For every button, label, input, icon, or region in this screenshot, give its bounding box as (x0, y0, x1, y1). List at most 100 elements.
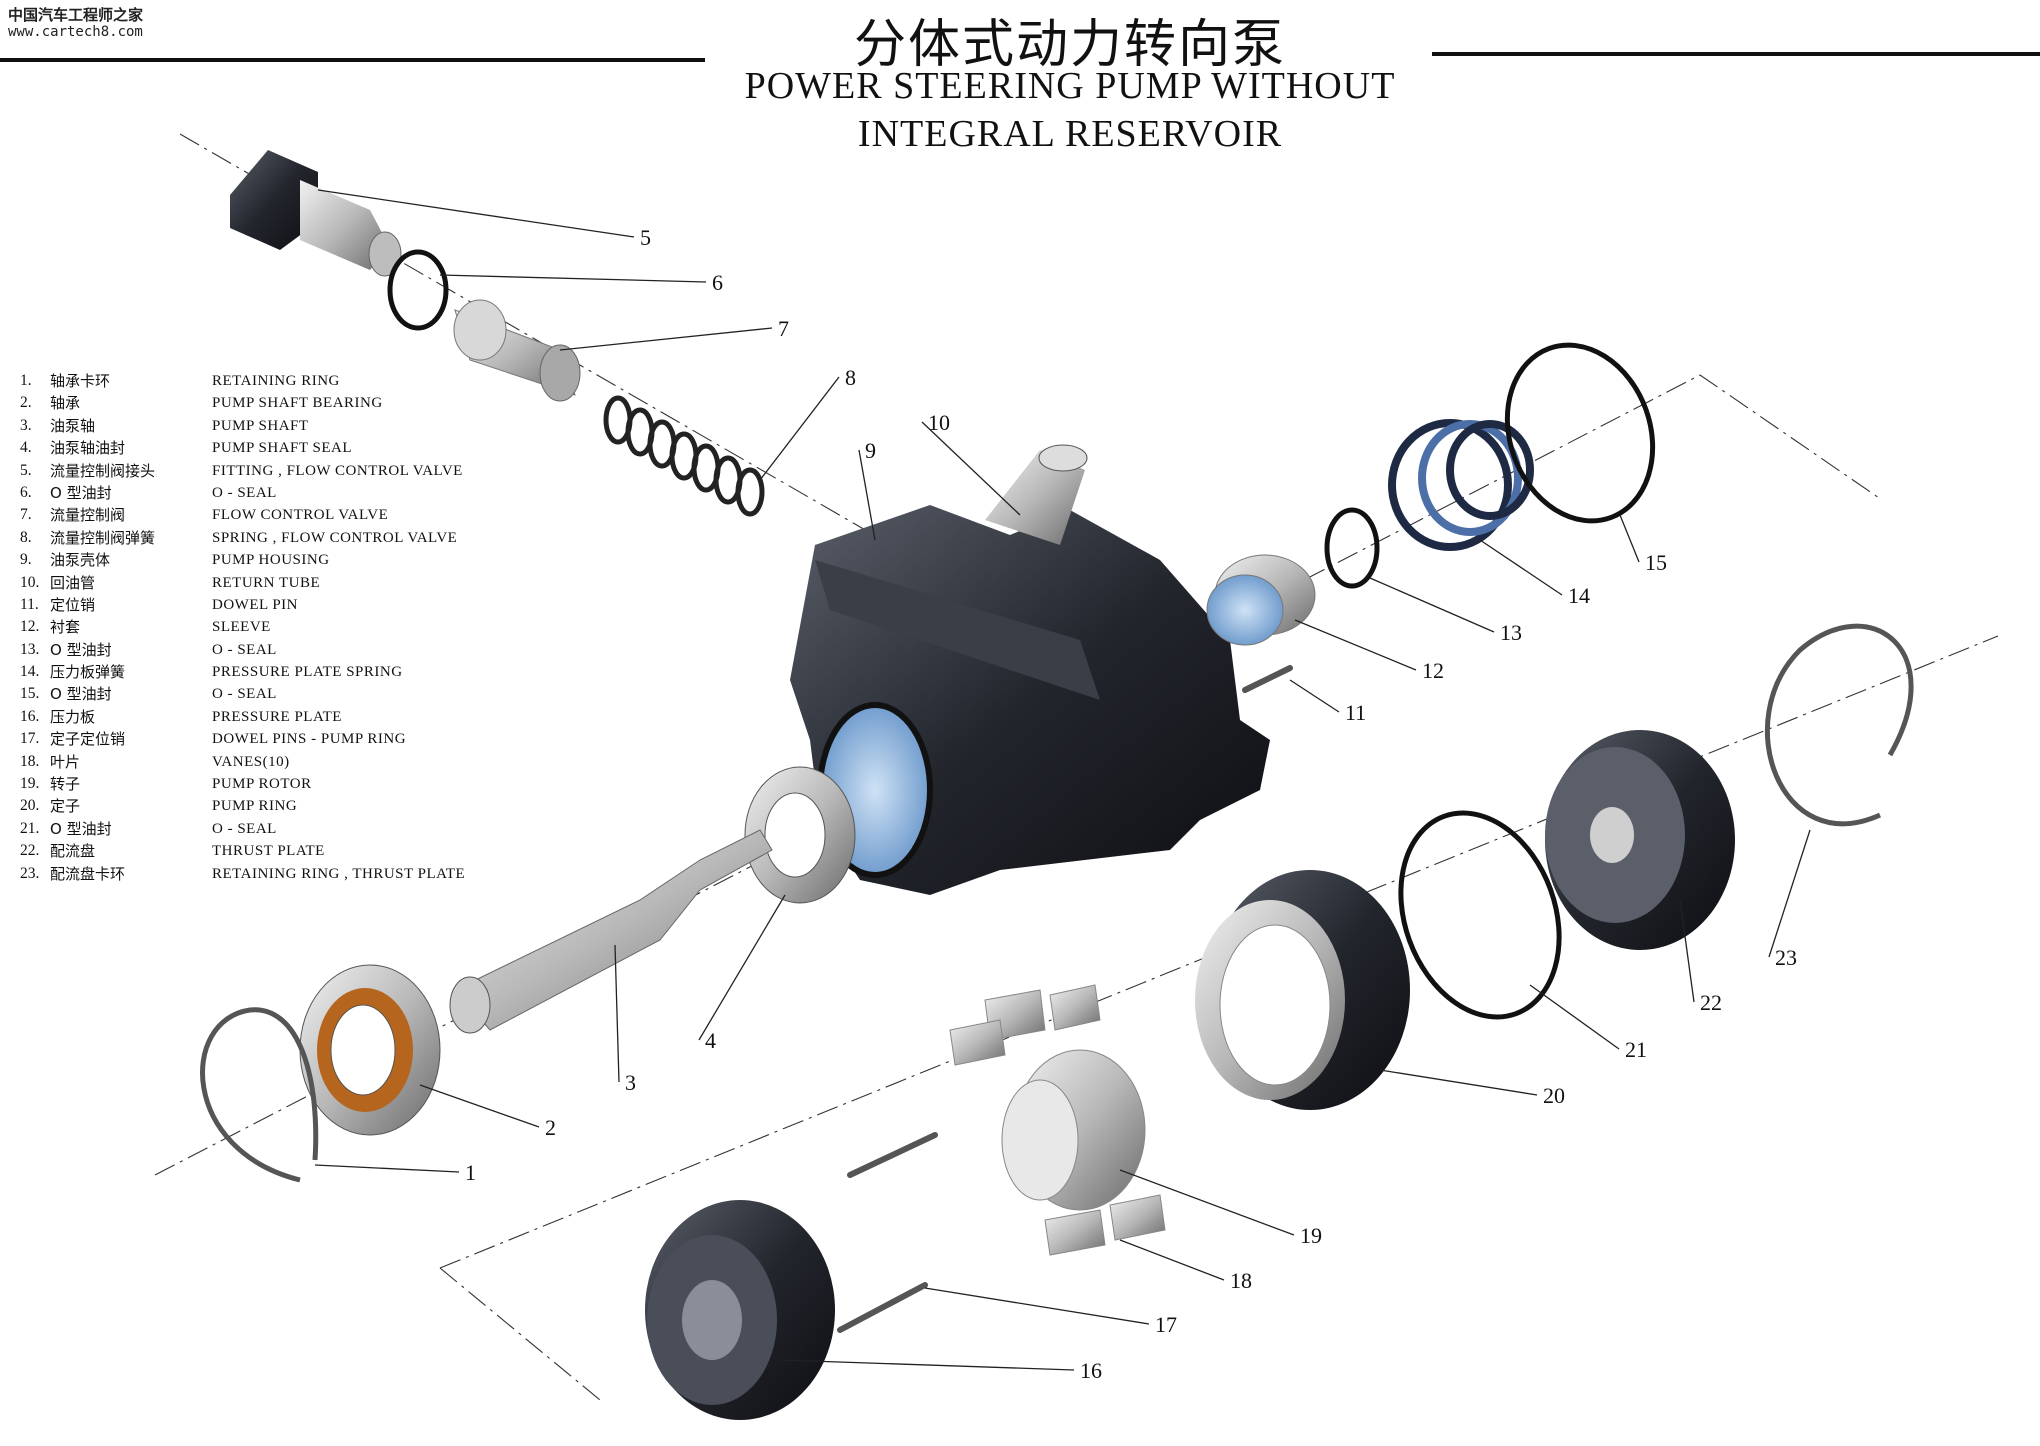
retaining-ring-23 (1764, 623, 1914, 826)
pump-rotor (1001, 1049, 1146, 1211)
legend-num: 10. (20, 573, 40, 591)
legend-cn: 压力板弹簧 (50, 663, 126, 682)
pump-housing (790, 444, 1270, 895)
legend-num: 4. (20, 439, 32, 457)
legend-en: PUMP SHAFT BEARING (212, 395, 383, 412)
legend-num: 21. (20, 819, 40, 837)
leader-line (858, 449, 876, 541)
callout-number: 1 (465, 1160, 476, 1185)
callout-number: 4 (705, 1028, 716, 1053)
legend-cn: 定子 (50, 797, 81, 816)
pump-shaft-seal (744, 766, 856, 904)
legend-cn: 配流盘卡环 (50, 864, 126, 883)
legend-cn: 轴承卡环 (50, 372, 111, 390)
callout-number: 2 (545, 1115, 556, 1140)
callout-number: 17 (1155, 1312, 1177, 1337)
dowel-pin-17a (847, 1132, 938, 1178)
legend-num: 19. (20, 775, 40, 793)
legend-row: 10. 回油管 RETURN TUBE (20, 572, 540, 594)
assembly-axis-lower (439, 635, 1999, 1269)
leader-line (1529, 984, 1620, 1050)
callout-number: 15 (1645, 550, 1667, 575)
legend-row: 4. 油泵轴油封 PUMP SHAFT SEAL (20, 437, 540, 459)
legend-num: 7. (20, 506, 32, 524)
pressure-plate (645, 1200, 835, 1420)
legend-cn: O 型油封 (50, 819, 112, 838)
legend-cn: 回油管 (50, 573, 96, 592)
brand-name: 中国汽车工程师之家 (8, 6, 144, 24)
callout-number: 10 (928, 410, 950, 435)
legend-cn: 定子定位销 (50, 730, 126, 749)
leader-line (1379, 1069, 1538, 1096)
legend-cn: O 型油封 (50, 640, 112, 659)
dowel-pin-17b (837, 1282, 928, 1333)
leader-line (1294, 619, 1417, 671)
pressure-plate-spring (1388, 419, 1534, 551)
leader-line (759, 376, 840, 481)
o-seal-21 (1398, 810, 1562, 1020)
pump-ring (1195, 870, 1410, 1110)
legend-en: FITTING , FLOW CONTROL VALVE (212, 462, 463, 479)
legend-cn: 油泵轴油封 (50, 439, 126, 458)
legend-en: THRUST PLATE (212, 843, 325, 860)
callout-number: 9 (865, 438, 876, 463)
title-english-line1: POWER STEERING PUMP WITHOUT (744, 65, 1396, 107)
legend-en: SPRING , FLOW CONTROL VALVE (212, 529, 458, 546)
title-english-line2: INTEGRAL RESERVOIR (857, 113, 1283, 155)
callout-number: 19 (1300, 1223, 1322, 1248)
legend-cn: 压力板 (50, 707, 96, 726)
thrust-plate (1545, 730, 1735, 950)
header-rule-left (0, 58, 705, 62)
legend-en: PUMP SHAFT SEAL (212, 440, 353, 457)
callout-number: 5 (640, 225, 651, 250)
flow-control-valve (453, 299, 581, 402)
leader-line (439, 274, 707, 283)
leader-line (1479, 539, 1563, 596)
leader-line (317, 189, 635, 238)
leader-line (921, 421, 1021, 516)
legend-en: RETURN TUBE (212, 574, 321, 591)
brand-url: www.cartech8.com (8, 24, 143, 40)
callout-number: 20 (1543, 1083, 1565, 1108)
leader-line (1119, 1169, 1295, 1236)
leader-line (779, 1359, 1075, 1371)
callout-number: 21 (1625, 1037, 1647, 1062)
legend-num: 13. (20, 640, 40, 658)
pump-shaft-bearing (299, 964, 441, 1136)
legend-cn: 衬套 (50, 618, 81, 637)
legend-cn: 流量控制阀弹簧 (50, 528, 156, 547)
legend-en: SLEEVE (212, 619, 271, 636)
legend-num: 5. (20, 461, 32, 479)
legend-num: 1. (20, 372, 32, 389)
fitting-flow-control-valve (230, 150, 402, 277)
callout-number: 7 (778, 316, 789, 341)
callout-number: 8 (845, 365, 856, 390)
legend-en: DOWEL PINS - PUMP RING (212, 731, 407, 748)
legend-en: PUMP HOUSING (212, 552, 330, 569)
legend-cn: 配流盘 (50, 842, 96, 861)
callout-number: 11 (1345, 700, 1366, 725)
flow-control-valve-spring (603, 395, 765, 517)
legend-num: 2. (20, 394, 32, 412)
brand-watermark: 中国汽车工程师之家 www.cartech8.com (8, 6, 143, 41)
callout-number: 16 (1080, 1358, 1102, 1383)
legend-cn: 轴承 (50, 394, 81, 413)
callout-number: 18 (1230, 1268, 1252, 1293)
legend-en: O - SEAL (212, 820, 277, 837)
legend-cn: 油泵轴 (50, 416, 96, 435)
o-seal-6 (387, 249, 449, 331)
retaining-ring-1 (200, 1007, 319, 1183)
legend-cn: 油泵壳体 (50, 551, 111, 570)
